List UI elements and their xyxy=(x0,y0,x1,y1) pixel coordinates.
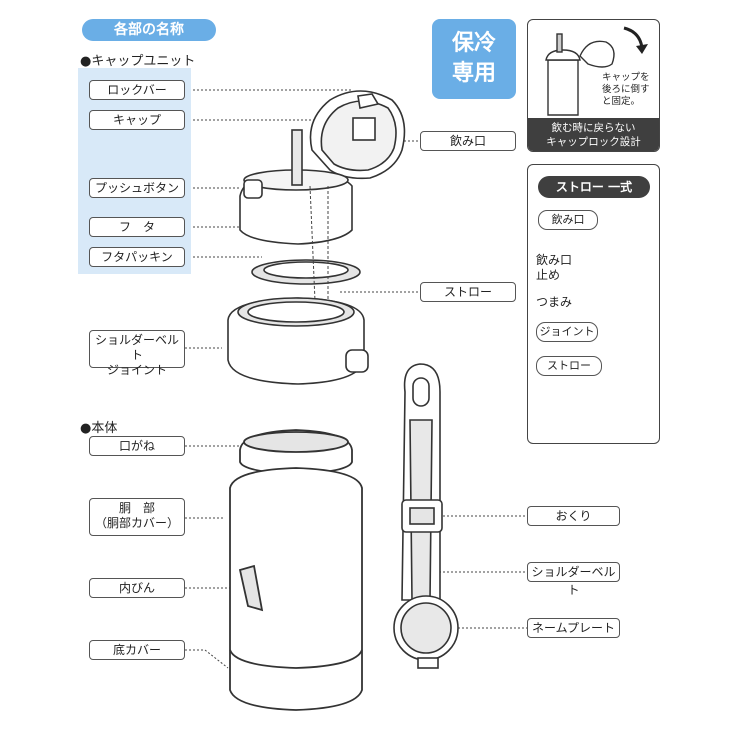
label-mouth: 口がね xyxy=(89,436,185,456)
cap-lock-note: キャップを 後ろに倒す と固定。 xyxy=(602,72,650,108)
main-body-illustration xyxy=(229,429,363,711)
straw-set-inset: ストロー 一式 飲み口 飲み口 止め つまみ ジョイント ストロー xyxy=(527,164,660,444)
label-inner-bottle: 内びん xyxy=(89,578,185,598)
label-lid: フ タ xyxy=(89,217,185,237)
cap-lock-caption-line1: 飲む時に戻らない xyxy=(551,122,636,134)
straw-set-label-straw: ストロー xyxy=(536,356,602,376)
label-body-line2: （胴部カバー） xyxy=(94,516,179,530)
label-lid-packing: フタパッキン xyxy=(89,247,185,267)
label-spout: 飲み口 xyxy=(420,131,516,151)
label-push-button: プッシュボタン xyxy=(89,178,185,198)
label-bottom-cover: 底カバー xyxy=(89,640,185,660)
straw-set-label-stopper-line1: 飲み口 xyxy=(536,253,573,267)
cap-lock-note-line2: 後ろに倒す xyxy=(602,84,650,95)
section-body: ●本体 xyxy=(80,421,118,436)
label-body-line1: 胴 部 xyxy=(118,501,155,515)
straw-set-label-spout: 飲み口 xyxy=(538,210,598,230)
cap-lock-inset: キャップを 後ろに倒す と固定。 飲む時に戻らない キャップロック設計 xyxy=(527,19,660,152)
label-shoulder-belt-joint-line1: ショルダーベルト xyxy=(94,333,179,362)
lid-illustration xyxy=(239,129,353,245)
cap-lock-caption-line2: キャップロック設計 xyxy=(546,136,641,148)
cap-illustration xyxy=(309,90,406,180)
cap-lock-note-line1: キャップを xyxy=(602,72,650,83)
label-lock-bar: ロックバー xyxy=(89,80,185,100)
straw-set-label-stopper: 飲み口 止め xyxy=(536,253,572,283)
straw-set-title: ストロー 一式 xyxy=(538,176,650,198)
cap-lock-caption: 飲む時に戻らない キャップロック設計 xyxy=(528,118,659,151)
cap-unit-panel xyxy=(78,68,191,274)
label-name-plate: ネームプレート xyxy=(527,618,620,638)
cold-only-badge-line1: 保冷 xyxy=(451,31,496,56)
label-shoulder-belt-joint: ショルダーベルト ジョイント xyxy=(89,330,185,377)
straw-set-label-joint: ジョイント xyxy=(536,322,598,342)
cap-lock-note-line3: と固定。 xyxy=(602,96,641,107)
belt-illustration xyxy=(393,363,459,669)
label-body: 胴 部 （胴部カバー） xyxy=(89,498,185,536)
label-cap: キャップ xyxy=(89,110,185,130)
page-title: 各部の名称 xyxy=(82,19,216,41)
straw-set-label-stopper-line2: 止め xyxy=(536,268,561,282)
label-shoulder-belt-joint-line2: ジョイント xyxy=(106,363,167,377)
packing-illustration xyxy=(251,259,361,285)
cap-lock-illustration xyxy=(545,26,648,116)
section-cap-unit: ●キャップユニット xyxy=(80,54,196,69)
label-shoulder-belt: ショルダーベルト xyxy=(527,562,620,597)
cold-only-badge: 保冷 専用 xyxy=(432,19,516,99)
label-okuri: おくり xyxy=(527,506,620,526)
label-straw: ストロー xyxy=(420,282,516,302)
straw-set-label-tab: つまみ xyxy=(536,295,573,309)
collar-illustration xyxy=(227,297,369,385)
cold-only-badge-line2: 専用 xyxy=(451,61,496,86)
